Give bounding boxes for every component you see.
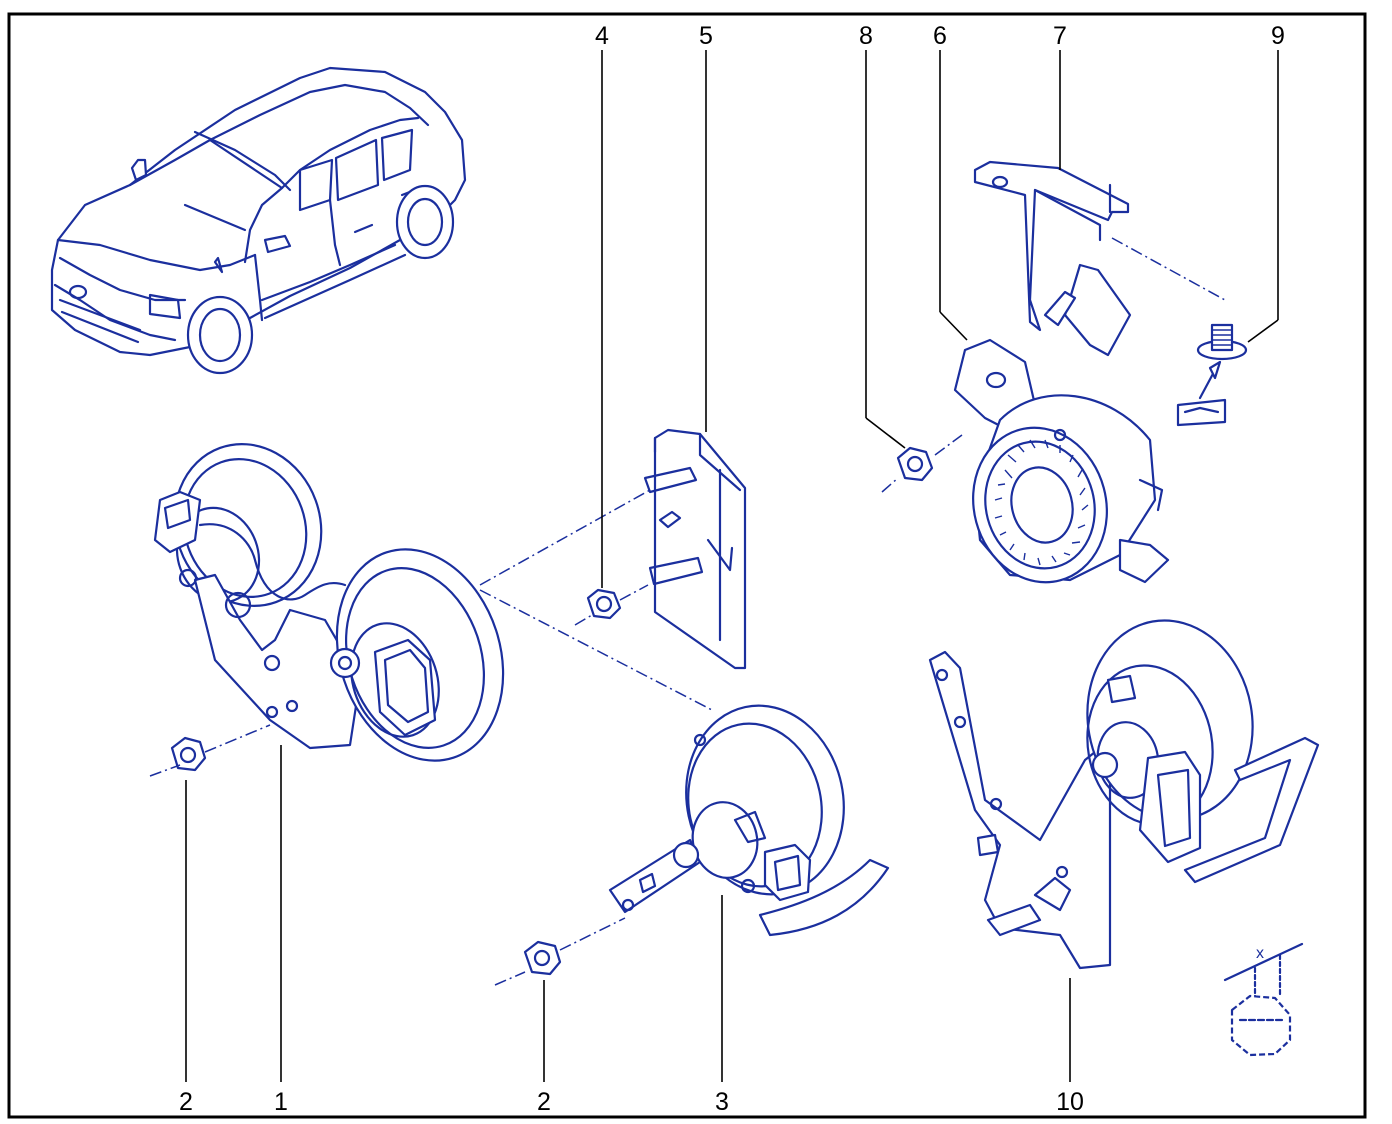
callout-label-10: 10: [1056, 1088, 1084, 1116]
callout-label-2-right: 2: [537, 1088, 551, 1116]
callout-label-7: 7: [1053, 22, 1067, 50]
nut-item-2-right: [494, 917, 626, 986]
nut-item-2-left: [149, 724, 271, 777]
car-illustration: [50, 66, 467, 375]
single-horn: [608, 704, 890, 937]
stud-bolt-item-9: [1176, 323, 1248, 427]
mounting-bracket: [479, 428, 747, 711]
callout-labels: 2 1 2 3 4 5 8 6 7 9 10: [179, 22, 1285, 1116]
nut-item-8: [881, 434, 963, 493]
callout-label-4: 4: [595, 22, 609, 50]
callout-label-5: 5: [699, 22, 713, 50]
dimension-label: x: [1256, 945, 1264, 962]
callout-label-2-left: 2: [179, 1088, 193, 1116]
nut-dimension-detail: x: [1223, 942, 1304, 1057]
callout-label-1: 1: [274, 1088, 288, 1116]
dual-horn-assembly: [153, 443, 505, 762]
callout-leaders: [185, 50, 1279, 1082]
upper-bracket: [973, 160, 1226, 357]
diagram-frame: [7, 12, 1367, 1119]
callout-label-6: 6: [933, 22, 947, 50]
callout-label-8: 8: [859, 22, 873, 50]
bracket-horn-assembly: [928, 619, 1320, 970]
siren-horn: [953, 338, 1170, 584]
nut-item-4: [574, 584, 649, 626]
callout-label-9: 9: [1271, 22, 1285, 50]
callout-label-3: 3: [715, 1088, 729, 1116]
